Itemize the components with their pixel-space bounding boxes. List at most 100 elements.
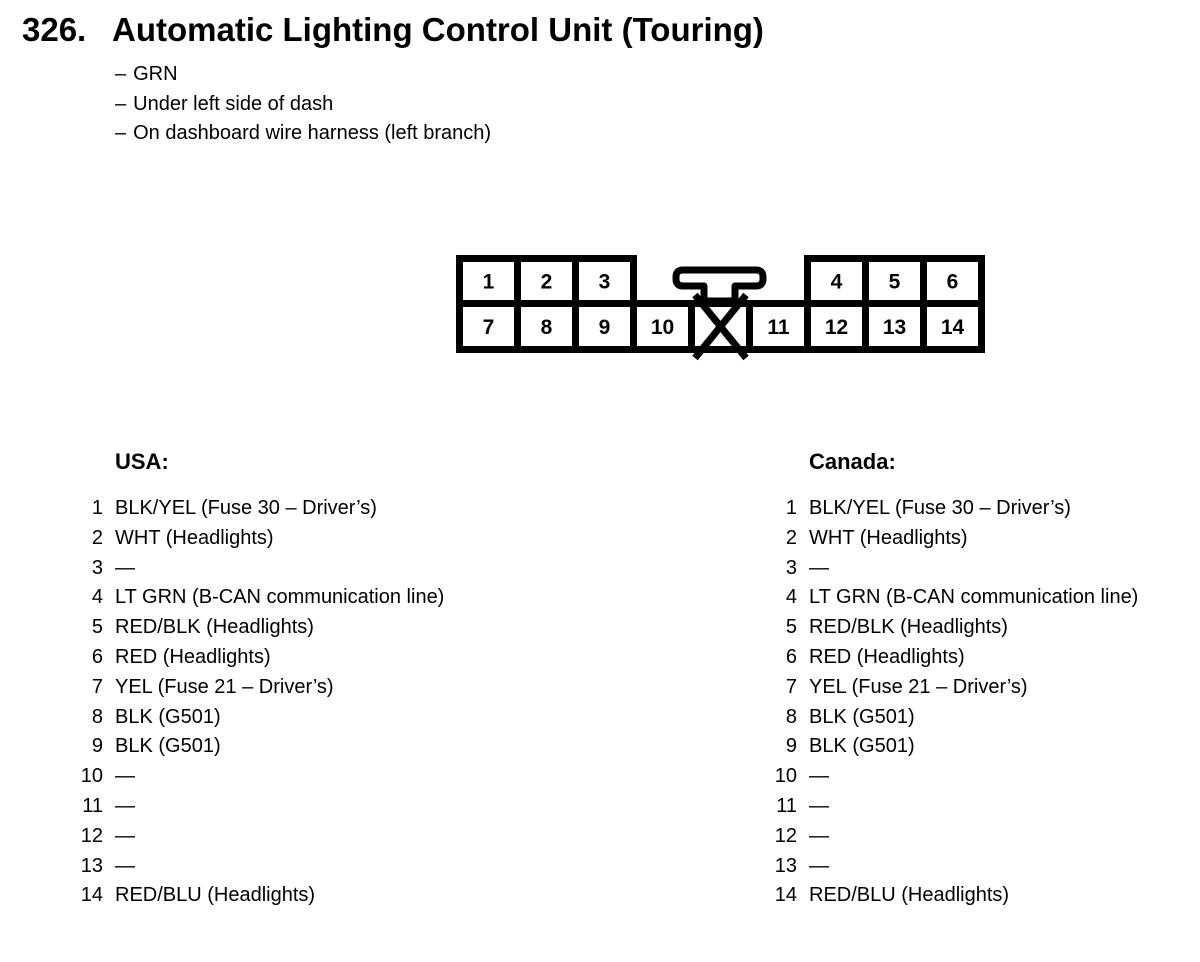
connector-pin-number: 4 — [831, 271, 843, 294]
note-dash: – — [115, 122, 127, 144]
pin-number: 10 — [80, 765, 103, 788]
pin-label: RED (Headlights) — [115, 645, 271, 668]
pin-label: — — [809, 556, 829, 579]
connector-pin-cell — [463, 307, 514, 346]
pin-label: — — [115, 794, 135, 817]
pin-number: 7 — [785, 675, 797, 698]
connector-x-mark — [692, 292, 749, 361]
pin-number: 2 — [785, 526, 797, 549]
pin-number: 10 — [774, 765, 797, 788]
pin-row: 14 RED/BLU (Headlights) — [771, 881, 1138, 911]
pin-label: RED/BLU (Headlights) — [115, 884, 316, 907]
note-dash: – — [115, 63, 127, 85]
connector-pin-cell — [521, 262, 572, 300]
pin-label: WHT (Headlights) — [809, 526, 968, 549]
pin-number: 9 — [785, 735, 797, 758]
pin-row: 13— — [771, 852, 1138, 882]
connector-pin-cell — [753, 307, 804, 346]
pin-label: — — [115, 765, 135, 788]
pin-label: LT GRN (B-CAN communication line) — [115, 586, 445, 609]
pin-list: 1 BLK/YEL (Fuse 30 – Driver’s) 2 WHT (Headl… — [771, 494, 1139, 911]
pin-number: 14 — [80, 884, 103, 907]
note-text: On dashboard wire harness (left branch) — [133, 122, 492, 144]
pin-label: YEL (Fuse 21 – Driver’s) — [115, 675, 334, 698]
connector-pin-number: 2 — [541, 271, 553, 294]
pin-label: — — [809, 765, 829, 788]
pin-label: RED/BLU (Headlights) — [809, 884, 1010, 907]
connector-pin-number: 3 — [599, 271, 611, 294]
pin-number: 6 — [785, 645, 797, 668]
pin-number: 14 — [774, 884, 797, 907]
pin-label: — — [809, 854, 829, 877]
pin-number: 11 — [776, 794, 797, 817]
pin-row: 3— — [771, 554, 1138, 584]
pin-row: 7 YEL (Fuse 21 – Driver’s) — [771, 673, 1138, 703]
pin-number: 6 — [91, 645, 103, 668]
pin-row: 14 RED/BLU (Headlights) — [77, 881, 444, 911]
pin-label: — — [809, 794, 829, 817]
region-heading: Canada: — [809, 449, 896, 474]
connector-pin-number: 7 — [483, 316, 495, 339]
connector-pin-number: 6 — [947, 271, 959, 294]
pin-row: 1 BLK/YEL (Fuse 30 – Driver’s) — [771, 494, 1138, 524]
connector-pin-number: 1 — [483, 271, 495, 294]
pin-label: LT GRN (B-CAN communication line) — [809, 586, 1139, 609]
pin-row: 8 BLK (G501) — [77, 703, 444, 733]
connector-pin-cell — [463, 262, 514, 300]
pin-row: 9 BLK (G501) — [771, 732, 1138, 762]
pin-number: 2 — [91, 526, 103, 549]
pin-row: 6 RED (Headlights) — [771, 643, 1138, 673]
pin-label: RED/BLK (Headlights) — [809, 616, 1008, 639]
connector-pin-number: 14 — [941, 316, 965, 339]
pin-row: 2 WHT (Headlights) — [771, 524, 1138, 554]
pin-label: BLK/YEL (Fuse 30 – Driver’s) — [809, 497, 1071, 519]
connector-pin-cell — [637, 307, 688, 346]
pin-table: Canada: 1 BLK/YEL (Fuse 30 – Driver’s) 2 WH… — [771, 449, 1139, 911]
connector-pin-number: 9 — [599, 316, 611, 339]
pin-row: 3— — [77, 554, 444, 584]
pin-number: 8 — [785, 705, 797, 728]
pin-label: BLK/YEL (Fuse 30 – Driver’s) — [115, 497, 377, 519]
connector-pin-cell — [869, 262, 920, 300]
pin-label: — — [115, 556, 135, 579]
note-line: –Under left side of dash — [115, 90, 491, 120]
pin-label: RED/BLK (Headlights) — [115, 616, 314, 639]
connector-pin-cell — [869, 307, 920, 346]
pin-number: 8 — [91, 705, 103, 728]
connector-pin-cell — [811, 262, 862, 300]
connector-pin-cell — [521, 307, 572, 346]
pin-label: WHT (Headlights) — [115, 526, 274, 549]
page-title: Automatic Lighting Control Unit (Touring… — [112, 11, 764, 48]
pin-number: 7 — [91, 675, 103, 698]
pin-label: BLK (G501) — [809, 735, 915, 758]
pin-label: — — [809, 824, 829, 847]
connector-pin-number: 10 — [651, 316, 674, 339]
pin-label: YEL (Fuse 21 – Driver’s) — [809, 675, 1028, 698]
pin-number: 12 — [80, 824, 103, 847]
pin-label: — — [115, 854, 135, 877]
connector-pin-number: 11 — [767, 316, 790, 339]
note-line: –On dashboard wire harness (left branch) — [115, 119, 491, 149]
pin-label: RED (Headlights) — [809, 645, 965, 668]
pin-row: 10 — — [771, 762, 1138, 792]
pin-number: 11 — [82, 794, 103, 817]
pin-number: 3 — [91, 556, 103, 579]
pin-row: 7 YEL (Fuse 21 – Driver’s) — [77, 673, 444, 703]
pin-row: 10 — — [77, 762, 444, 792]
pin-number: 1 — [785, 497, 797, 519]
pin-row: 2 WHT (Headlights) — [77, 524, 444, 554]
note-text: Under left side of dash — [133, 92, 334, 115]
connector-pin-cell — [579, 307, 630, 346]
pin-label: BLK (G501) — [115, 705, 221, 728]
connector-pin-number: 8 — [541, 316, 553, 339]
